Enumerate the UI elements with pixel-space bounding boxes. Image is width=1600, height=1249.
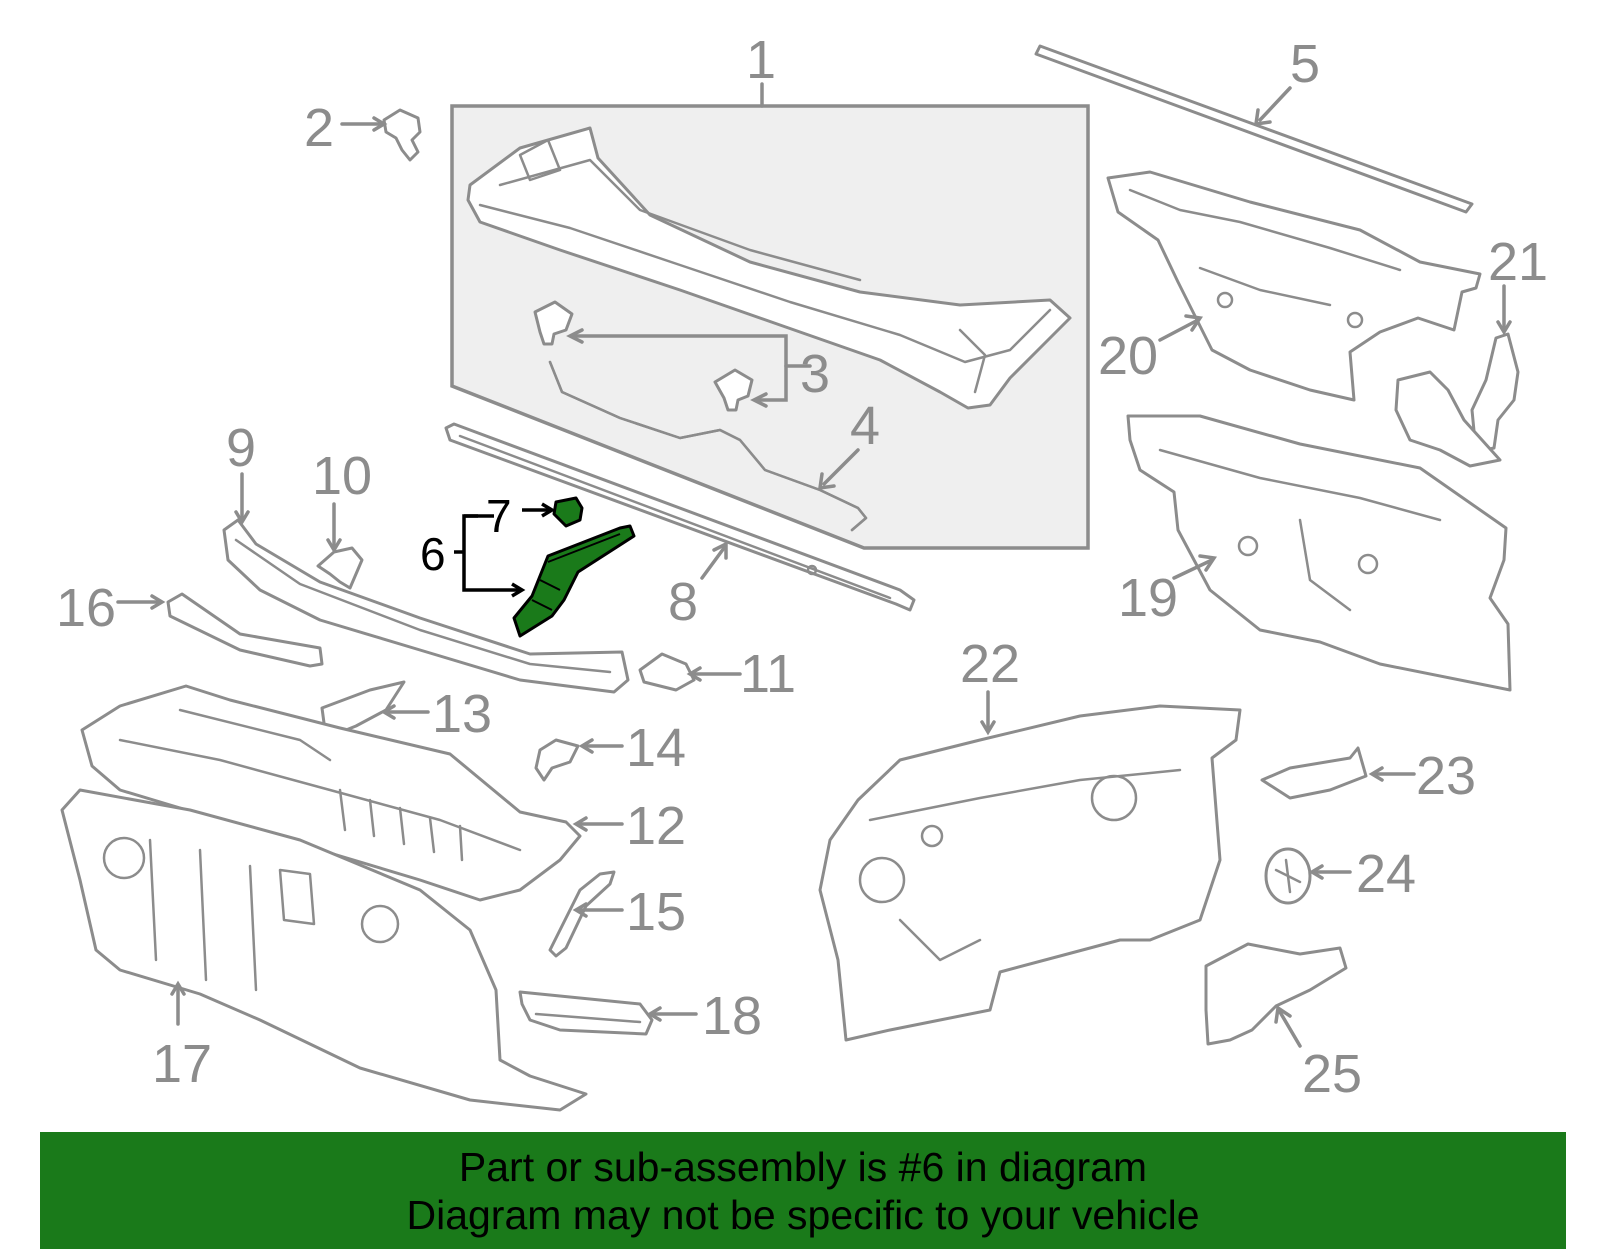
part-23-plate[interactable] (1260, 746, 1368, 800)
part-14-clip[interactable] (534, 738, 580, 782)
callout-label-5: 5 (1290, 34, 1320, 94)
callout-label-4: 4 (850, 396, 880, 456)
callout-label-12: 12 (626, 796, 686, 856)
callout-label-11: 11 (740, 644, 796, 704)
callout-label-23: 23 (1416, 746, 1476, 806)
callout-label-7: 7 (486, 490, 512, 542)
part-1-cowl-panel[interactable] (466, 126, 1072, 410)
callout-label-6: 6 (420, 528, 446, 580)
part-2-push-pin[interactable] (382, 108, 422, 162)
callout-label-10: 10 (312, 446, 372, 506)
part-6-highlighted[interactable] (512, 524, 636, 638)
callout-label-9: 9 (226, 418, 256, 478)
part-19-insulator[interactable] (1126, 414, 1512, 692)
part-9-seal[interactable] (222, 518, 630, 694)
callout-label-14: 14 (626, 718, 686, 778)
part-16-strip[interactable] (166, 592, 324, 668)
footer-line-2: Diagram may not be specific to your vehi… (406, 1191, 1200, 1238)
callout-label-3: 3 (800, 344, 830, 404)
callout-label-15: 15 (626, 882, 686, 942)
part-25-bracket[interactable] (1204, 942, 1348, 1046)
part-3-clip-a[interactable] (533, 300, 574, 346)
footer-line-1: Part or sub-assembly is #6 in diagram (458, 1143, 1148, 1190)
part-7-highlighted[interactable] (552, 496, 584, 528)
callout-label-25: 25 (1302, 1044, 1362, 1104)
footer-banner: Part or sub-assembly is #6 in diagram Di… (40, 1132, 1566, 1249)
callout-label-24: 24 (1356, 844, 1416, 904)
part-24-grommet[interactable] (1264, 847, 1312, 905)
callout-label-2: 2 (304, 98, 334, 158)
part-10-bracket[interactable] (316, 546, 364, 590)
callout-label-16: 16 (56, 578, 116, 638)
part-22-dash-panel[interactable] (818, 704, 1242, 1042)
callout-label-13: 13 (432, 684, 492, 744)
part-21-support[interactable] (1394, 370, 1502, 468)
part-8-retainer[interactable] (444, 422, 916, 612)
part-11-block[interactable] (638, 652, 696, 692)
part-18-strip[interactable] (518, 990, 654, 1036)
callout-label-1: 1 (746, 30, 776, 90)
part-17-dash-panel[interactable] (60, 788, 588, 1112)
part-21-bracket[interactable] (1470, 332, 1520, 454)
part-4-hose[interactable] (548, 360, 868, 532)
callout-label-19: 19 (1118, 568, 1178, 628)
callout-label-22: 22 (960, 634, 1020, 694)
callout-label-20: 20 (1098, 326, 1158, 386)
callout-label-21: 21 (1488, 232, 1548, 292)
part-3-clip-b[interactable] (713, 368, 754, 412)
callout-label-18: 18 (702, 986, 762, 1046)
part-20-insulator[interactable] (1106, 170, 1482, 402)
part-5-weatherstrip[interactable] (1034, 44, 1474, 214)
callout-label-17: 17 (152, 1034, 212, 1094)
callout-label-8: 8 (668, 572, 698, 632)
